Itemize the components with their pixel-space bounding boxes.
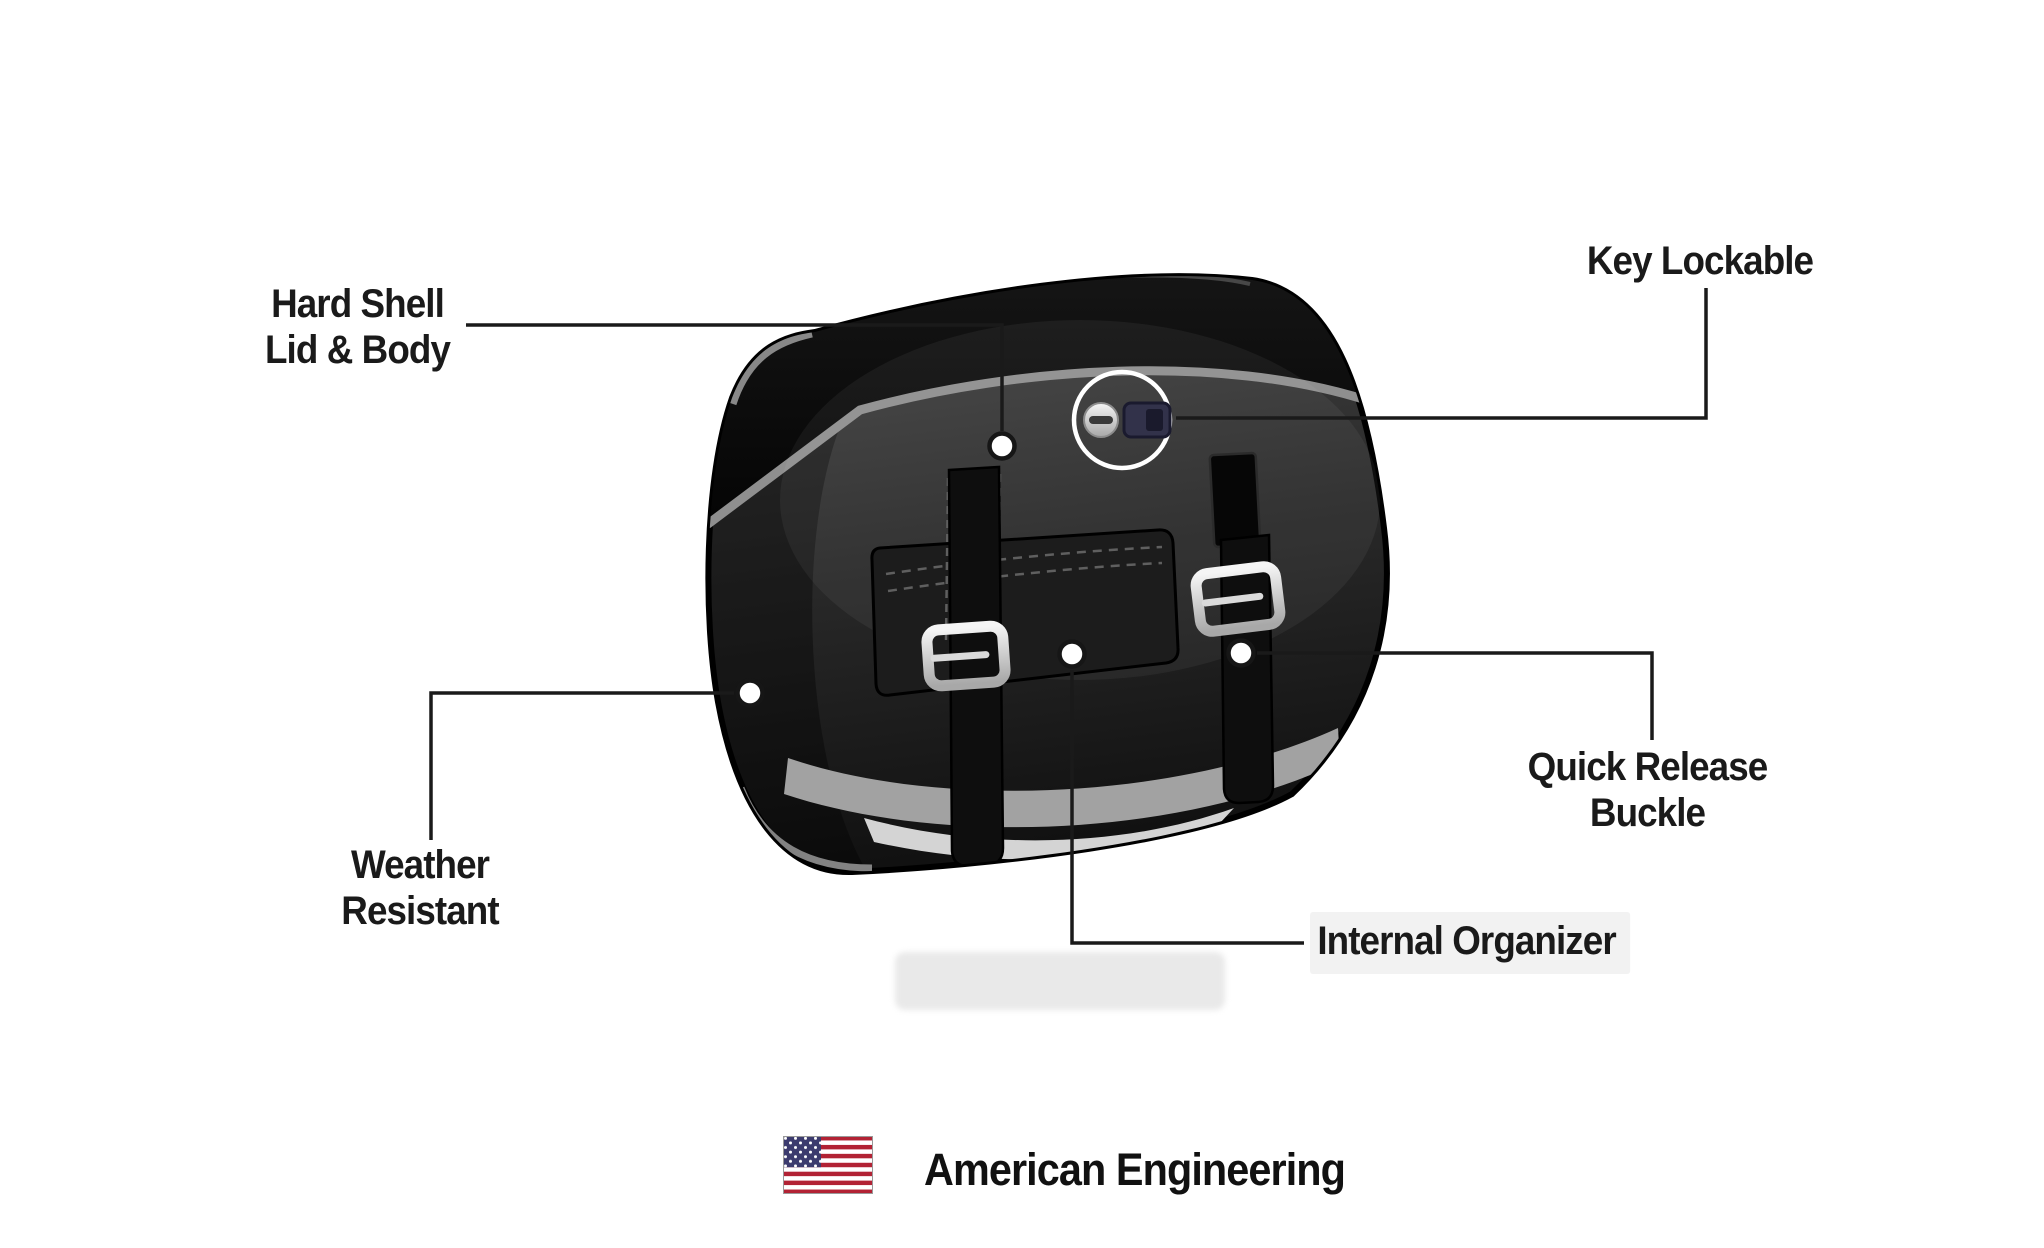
callout-dot-hard-shell xyxy=(987,431,1017,461)
callout-label-internal-organizer: Internal Organizer xyxy=(1310,912,1631,974)
lock-icon xyxy=(1083,401,1172,439)
callout-label-key-lockable: Key Lockable xyxy=(1586,239,1814,283)
callout-line-internal-organizer xyxy=(1070,670,1304,945)
callout-label-weather-resistant: Weather Resistant xyxy=(341,843,499,933)
lid-seam-trim xyxy=(708,366,1371,529)
footer-label: American Engineering xyxy=(924,1144,1346,1195)
callout-lines xyxy=(429,288,1708,945)
right-buckle-icon xyxy=(1190,561,1286,637)
callout-line-key-lockable xyxy=(1176,288,1708,420)
callout-line-weather-resistant xyxy=(429,691,734,840)
callout-line-hard-shell xyxy=(466,323,1004,431)
left-buckle-icon xyxy=(921,620,1011,692)
callout-line-quick-release xyxy=(1257,651,1654,740)
pocket-stitching-top xyxy=(885,545,1163,576)
pocket-stitching-bottom xyxy=(887,561,1163,593)
upper-left-edge-trim xyxy=(729,330,813,406)
bag-soft-shadow xyxy=(895,952,1225,1010)
left-strap xyxy=(947,465,1005,868)
bottom-reflection-band xyxy=(784,728,1340,828)
callout-label-quick-release: Quick Release Buckle xyxy=(1527,745,1769,835)
callout-dot-quick-release xyxy=(1226,638,1256,668)
callout-label-hard-shell: Hard Shell Lid & Body xyxy=(264,282,451,372)
callout-dot-weather-resistant xyxy=(735,678,765,708)
callout-dot-internal-organizer xyxy=(1057,639,1087,669)
callout-dots xyxy=(735,431,1256,708)
us-flag-icon xyxy=(783,1136,873,1194)
right-strap-slot xyxy=(1208,451,1262,549)
